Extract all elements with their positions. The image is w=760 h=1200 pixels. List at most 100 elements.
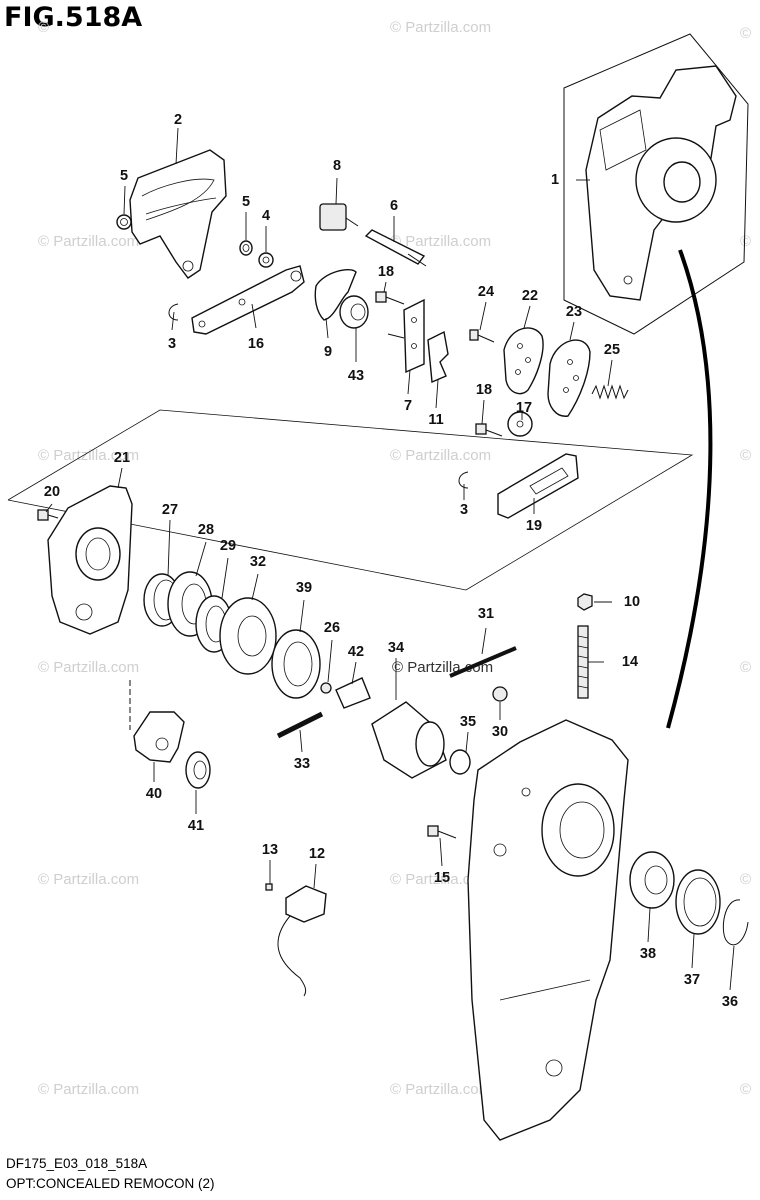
part-switch-assy-12 [277,885,327,997]
callout-23: 23 [566,304,582,320]
callout-26: 26 [324,620,340,636]
watermark: © Partzilla.com [390,1081,491,1098]
callout-8: 8 [333,158,341,174]
callout-10: 10 [624,594,640,610]
callout-35: 35 [460,714,476,730]
part-spring-25 [591,384,629,400]
callout-20: 20 [44,484,60,500]
part-bushing-35 [449,749,471,775]
connector-line [666,249,713,729]
part-collar-43 [339,295,369,329]
callout-5b: 5 [242,194,250,210]
part-bracket-40 [133,711,185,763]
assembly-frame-upper [563,33,749,335]
part-stopper-11 [427,330,449,384]
part-screw-20 [37,509,59,521]
callout-40: 40 [146,786,162,802]
callout-38: 38 [640,946,656,962]
callout-43: 43 [348,368,364,384]
watermark-dark: © Partzilla.com [392,659,493,676]
callout-1: 1 [551,172,559,188]
callout-22: 22 [522,288,538,304]
callout-4: 4 [262,208,270,224]
part-remote-control-box [585,65,737,301]
part-gear-32 [219,597,277,675]
part-washer-37 [675,869,721,935]
part-link-19 [497,453,579,519]
watermark: © Partzilla.com [38,659,139,676]
callout-9: 9 [324,344,332,360]
callout-29: 29 [220,538,236,554]
callout-14: 14 [622,654,638,670]
callout-18b: 18 [476,382,492,398]
callout-41: 41 [188,818,204,834]
part-bolt-18b [475,423,503,437]
part-nut-10 [577,593,593,611]
callout-36: 36 [722,994,738,1010]
watermark-small: © [740,447,751,464]
part-cam-9 [314,268,357,321]
figure-title: FIG.518A [4,2,143,33]
callout-19: 19 [526,518,542,534]
part-plate-7 [387,298,425,374]
watermark-layer: © Partzilla.com © © © Partzilla.com © Pa… [38,19,751,1098]
callout-28: 28 [198,522,214,538]
part-shaft-42 [335,677,371,709]
callout-labels: 1 2 3 3 4 5 5 6 7 8 9 10 11 12 13 14 15 … [44,112,738,1010]
watermark: © Partzilla.com [38,233,139,250]
callout-25: 25 [604,342,620,358]
part-washer-4 [258,252,274,268]
part-plate-23 [547,339,591,417]
part-arm-16 [191,265,305,335]
callout-37: 37 [684,972,700,988]
part-bushing-5a [116,214,132,230]
callout-15: 15 [434,870,450,886]
part-clip-3b [458,471,469,489]
watermark-small: © [740,1081,751,1098]
part-main-housing [467,719,629,1141]
callout-3b: 3 [460,502,468,518]
leader-lines [45,127,735,991]
callout-13: 13 [262,842,278,858]
part-pin-33 [276,711,324,739]
part-shaft-6 [364,229,427,267]
part-clip-3a [168,303,179,321]
part-bushing-5b [239,240,253,256]
part-ball-30 [492,686,508,702]
watermark-small: © [38,19,49,36]
watermark-small: © [740,659,751,676]
part-bushing-41 [185,751,211,789]
callout-30: 30 [492,724,508,740]
assembly-frame-lower [7,409,694,591]
part-cover-21 [47,485,133,635]
callout-16: 16 [248,336,264,352]
figure-code: DF175_E03_018_518A [6,1156,148,1171]
callout-39: 39 [296,580,312,596]
callout-24: 24 [478,284,494,300]
part-stud-14 [577,625,589,699]
callout-12: 12 [309,846,325,862]
part-circlip-36 [722,899,749,946]
callout-3a: 3 [168,336,176,352]
callout-31: 31 [478,606,494,622]
watermark: © Partzilla.com [38,447,139,464]
part-screw-13 [265,883,273,891]
callout-11: 11 [428,412,443,428]
watermark: © Partzilla.com [38,1081,139,1098]
callout-2: 2 [174,112,182,128]
part-bushing-38 [629,851,675,909]
watermark-small: © [740,233,751,250]
callout-34: 34 [388,640,404,656]
callout-5a: 5 [120,168,128,184]
watermark: © Partzilla.com [390,233,491,250]
part-switch-8 [319,203,359,231]
callout-18a: 18 [378,264,394,280]
part-pin-26 [320,682,332,694]
callout-42: 42 [348,644,364,660]
callout-33: 33 [294,756,310,772]
part-gear-assy-34 [371,701,447,779]
callout-6: 6 [390,198,398,214]
figure-description: OPT:CONCEALED REMOCON (2) [6,1176,215,1191]
part-cam-bracket [129,149,227,279]
